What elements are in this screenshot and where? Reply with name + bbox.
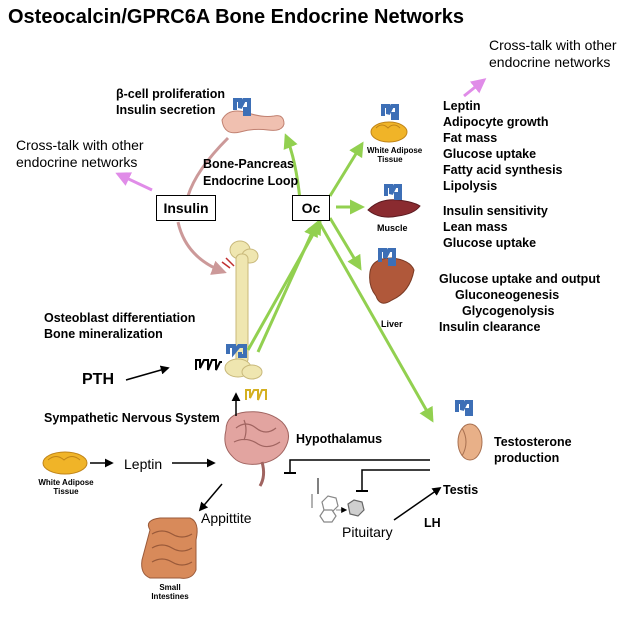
muscle-label: Muscle [377, 223, 408, 233]
white-adipose-bottom-icon [42, 451, 88, 475]
intestines-label-1: Small [159, 583, 181, 592]
receptor-squiggle-yellow [245, 389, 267, 401]
adipose-effect-5: Fatty acid synthesis [443, 163, 563, 177]
arrow-crosstalk-left [115, 172, 153, 192]
arrow-brain-to-intestine [198, 483, 223, 512]
liver-effect-4: Insulin clearance [439, 320, 541, 334]
insulin-box: Insulin [156, 195, 216, 221]
crosstalk-right-1: Cross-talk with other [489, 37, 617, 53]
arrow-pituitary-to-testis [393, 486, 442, 521]
testis-effect-1: Testosterone [494, 435, 572, 449]
arrow-pth [125, 365, 170, 381]
testis-effect-2: production [494, 451, 560, 465]
sympathetic-label: Sympathetic Nervous System [44, 411, 220, 425]
feedback-testis-to-hypothalamus [289, 459, 430, 472]
adipose-effect-2: Adipocyte growth [443, 115, 549, 129]
adipose-effect-6: Lipolysis [443, 179, 498, 193]
pancreas-icon [221, 98, 285, 134]
pancreas-effect-1: β-cell proliferation [116, 87, 226, 101]
muscle-icon [367, 184, 421, 218]
diagram-title: Osteocalcin/GPRC6A Bone Endocrine Networ… [8, 6, 465, 28]
liver-effect-2: Gluconeogenesis [455, 288, 560, 302]
pth-label: PTH [82, 371, 114, 388]
adipose-effect-1: Leptin [443, 99, 481, 113]
muscle-effect-2: Lean mass [443, 220, 508, 234]
lh-label: LH [424, 516, 441, 530]
adipose-bottom-label-1: White Adipose [38, 478, 94, 487]
arrow-crosstalk-right [463, 78, 487, 98]
crosstalk-left-2: endocrine networks [16, 154, 138, 170]
adipose-top-label-1: White Adipose [367, 146, 423, 155]
pancreas-effect-2: Insulin secretion [116, 103, 216, 117]
liver-label: Liver [381, 319, 403, 329]
oc-box: Oc [292, 195, 330, 221]
arrow-oc-to-testis [316, 219, 434, 423]
loop-label-2: Endocrine Loop [203, 174, 299, 188]
loop-label-1: Bone-Pancreas [203, 157, 295, 171]
leptin-label: Leptin [124, 456, 163, 472]
arrow-bone-to-oc-2 [256, 221, 318, 353]
liver-effect-3: Glycogenolysis [462, 304, 555, 318]
brain-icon [224, 411, 289, 487]
small-intestines-icon [141, 517, 198, 579]
arrow-oc-to-pancreas [283, 133, 302, 201]
muscle-effect-1: Insulin sensitivity [443, 204, 548, 218]
crosstalk-right-2: endocrine networks [489, 54, 611, 70]
adipose-effect-3: Fat mass [443, 131, 498, 145]
adipose-top-label-2: Tissue [377, 155, 403, 164]
crosstalk-left-1: Cross-talk with other [16, 137, 144, 153]
adipose-bottom-label-2: Tissue [53, 487, 79, 496]
intestines-label-2: Intestines [151, 592, 189, 601]
osteoblast-effect-2: Bone mineralization [44, 327, 163, 341]
white-adipose-top-icon [370, 104, 408, 143]
feedback-testis-to-pituitary [361, 469, 430, 490]
arrow-insulin-to-bone [176, 221, 227, 275]
pituitary-label: Pituitary [342, 524, 393, 540]
liver-icon [369, 248, 415, 304]
bone-icon [221, 240, 263, 380]
arrow-oc-to-adipose [328, 141, 364, 197]
testis-label: Testis [443, 483, 479, 497]
pituitary-icon [311, 494, 365, 523]
liver-effect-1: Glucose uptake and output [439, 272, 601, 286]
receptor-squiggle-black [195, 359, 222, 371]
arrow-oc-to-liver [328, 217, 362, 271]
osteoblast-effect-1: Osteoblast differentiation [44, 311, 196, 325]
muscle-effect-3: Glucose uptake [443, 236, 537, 250]
adipose-effect-4: Glucose uptake [443, 147, 537, 161]
arrow-pancreas-to-insulin [186, 136, 230, 197]
hypothalamus-label: Hypothalamus [296, 432, 383, 446]
appetite-label: Appittite [201, 510, 252, 526]
testis-icon [455, 400, 483, 461]
